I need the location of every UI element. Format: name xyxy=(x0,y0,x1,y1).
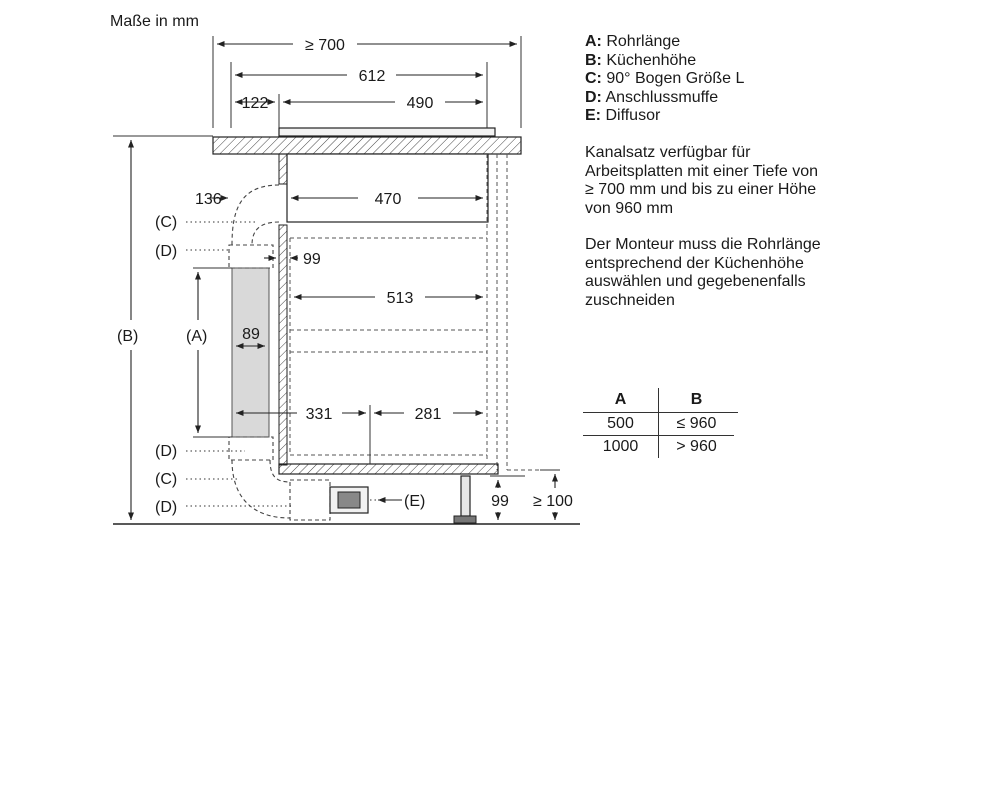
table-row: 1000 > 960 xyxy=(583,436,738,458)
callout-b: (B) xyxy=(117,328,138,345)
callout-leaders xyxy=(186,221,402,507)
callout-c-bottom: (C) xyxy=(155,471,177,488)
table-header: A B xyxy=(583,388,738,412)
table-row: 500 ≤ 960 xyxy=(583,412,738,436)
legend-item-a: A: Rohrlänge xyxy=(585,33,681,50)
dim-89: 89 xyxy=(242,326,260,343)
dimension-labels: ≥ 700 612 122 490 136 470 99 513 89 331 … xyxy=(195,37,573,510)
dim-470: 470 xyxy=(375,191,402,208)
legend-item-c: C: 90° Bogen Größe L xyxy=(585,70,745,87)
note-installer: Der Monteur muss die Rohrlänge entsprech… xyxy=(585,236,821,309)
units-label: Maße in mm xyxy=(110,13,199,30)
worktop xyxy=(212,127,522,155)
callout-d-bottom: (D) xyxy=(155,499,177,516)
callout-labels: (C) (D) (B) (A) (D) (C) (D) (E) xyxy=(117,214,425,516)
callout-a: (A) xyxy=(186,328,207,345)
dim-513: 513 xyxy=(387,290,414,307)
dim-281: 281 xyxy=(415,406,442,423)
cabinet-foot xyxy=(453,475,477,524)
dim-99-bottom: 99 xyxy=(491,493,509,510)
dim-122: 122 xyxy=(242,95,269,112)
dim-min-depth: ≥ 700 xyxy=(305,37,345,54)
dim-612: 612 xyxy=(359,68,386,85)
dim-min-100: ≥ 100 xyxy=(533,493,573,510)
duct-pipe xyxy=(231,267,270,438)
dim-490: 490 xyxy=(407,95,434,112)
diffuser xyxy=(289,479,369,521)
dim-136: 136 xyxy=(195,191,222,208)
callout-c-top: (C) xyxy=(155,214,177,231)
dim-331: 331 xyxy=(306,406,333,423)
extension-lines xyxy=(113,36,560,477)
legend-item-b: B: Küchenhöhe xyxy=(585,51,697,69)
callout-d-mid: (D) xyxy=(155,443,177,460)
pipe-length-table: A B 500 ≤ 960 1000 > 960 xyxy=(583,388,738,458)
callout-d-top: (D) xyxy=(155,243,177,260)
cabinet-wall xyxy=(278,224,288,466)
legend-item-d: D: Anschlussmuffe xyxy=(585,88,719,106)
dimension-lines xyxy=(127,40,559,520)
cabinet-outline xyxy=(289,154,560,471)
dim-99-top: 99 xyxy=(303,251,321,268)
legend: A: Rohrlänge B: Küchenhöhe C: 90° Bogen … xyxy=(585,33,965,126)
note-kit: Kanalsatz verfügbar für Arbeitsplatten m… xyxy=(585,144,819,217)
hob-body xyxy=(278,153,489,223)
legend-item-e: E: Diffusor xyxy=(585,107,661,124)
cabinet-base xyxy=(278,463,499,475)
duct-connections xyxy=(228,184,291,519)
callout-e: (E) xyxy=(404,493,425,510)
